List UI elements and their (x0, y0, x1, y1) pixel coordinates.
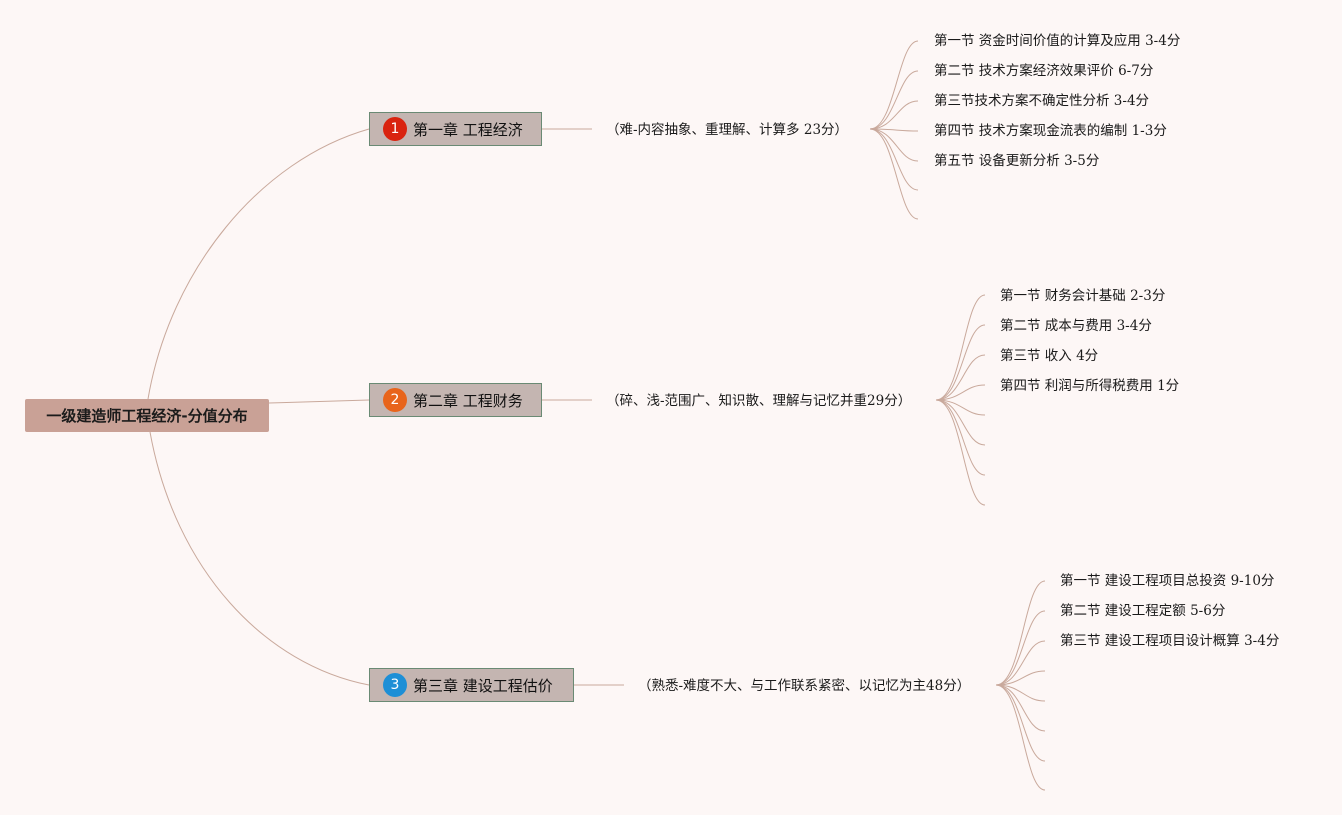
chapter-2-node[interactable]: 2 第二章 工程财务 (369, 383, 542, 417)
chapter-1-node[interactable]: 1 第一章 工程经济 (369, 112, 542, 146)
chapter-2-section-3[interactable]: 第三节 收入 4分 (1000, 348, 1099, 364)
link-ch1-sec-2 (869, 70, 919, 130)
link-ch1-empty-7 (869, 128, 919, 220)
chapter-3-section-1[interactable]: 第一节 建设工程项目总投资 9-10分 (1060, 573, 1275, 589)
chapter-1-title: 第一章 工程经济 (413, 120, 523, 139)
link-root-chapter-1 (147, 128, 370, 400)
chapter-2-note[interactable]: （碎、浅-范围广、知识散、理解与记忆并重29分） (606, 393, 912, 409)
chapter-3-section-2[interactable]: 第二节 建设工程定额 5-6分 (1060, 603, 1226, 619)
chapter-1-section-1[interactable]: 第一节 资金时间价值的计算及应用 3-4分 (934, 33, 1181, 49)
chapter-3-node[interactable]: 3 第三章 建设工程估价 (369, 668, 574, 702)
root-label: 一级建造师工程经济-分值分布 (46, 407, 248, 425)
link-ch1-sec-3 (869, 100, 919, 130)
chapter-3-number-badge: 3 (383, 673, 407, 697)
link-ch2-sec-4 (935, 384, 986, 401)
link-ch2-empty-7 (935, 399, 986, 476)
chapter-1-section-4[interactable]: 第四节 技术方案现金流表的编制 1-3分 (934, 123, 1167, 139)
link-ch3-empty-6 (995, 684, 1046, 732)
link-ch3-empty-8 (995, 684, 1046, 791)
link-ch3-empty-7 (995, 684, 1046, 762)
chapter-1-note[interactable]: （难-内容抽象、重理解、计算多 23分） (606, 122, 849, 138)
link-ch3-sec-2 (995, 610, 1046, 686)
chapter-2-number-badge: 2 (383, 388, 407, 412)
chapter-1-section-5[interactable]: 第五节 设备更新分析 3-5分 (934, 153, 1100, 169)
link-root-chapter-3 (149, 431, 370, 686)
link-ch3-sec-3 (995, 640, 1046, 686)
link-ch2-sec-2 (935, 324, 986, 401)
chapter-2-section-4[interactable]: 第四节 利润与所得税费用 1分 (1000, 378, 1180, 394)
chapter-1-number-badge: 1 (383, 117, 407, 141)
chapter-3-title: 第三章 建设工程估价 (413, 676, 553, 695)
link-ch1-sec-1 (869, 40, 919, 130)
chapter-1-section-3[interactable]: 第三节技术方案不确定性分析 3-4分 (934, 93, 1150, 109)
link-root-chapter-2 (268, 399, 370, 404)
root-node[interactable]: 一级建造师工程经济-分值分布 (25, 399, 269, 432)
link-ch1-sec-4 (869, 128, 919, 132)
chapter-2-section-1[interactable]: 第一节 财务会计基础 2-3分 (1000, 288, 1166, 304)
chapter-1-section-2[interactable]: 第二节 技术方案经济效果评价 6-7分 (934, 63, 1154, 79)
link-ch1-empty-6 (869, 128, 919, 191)
chapter-3-section-3[interactable]: 第三节 建设工程项目设计概算 3-4分 (1060, 633, 1280, 649)
link-ch2-empty-6 (935, 399, 986, 446)
link-ch2-empty-8 (935, 399, 986, 506)
chapter-3-note[interactable]: （熟悉-难度不大、与工作联系紧密、以记忆为主48分） (638, 678, 971, 694)
link-ch2-sec-1 (935, 294, 986, 401)
chapter-2-title: 第二章 工程财务 (413, 391, 523, 410)
chapter-2-section-2[interactable]: 第二节 成本与费用 3-4分 (1000, 318, 1152, 334)
link-ch3-sec-1 (995, 580, 1046, 686)
link-ch3-empty-4 (995, 670, 1046, 686)
link-ch2-sec-3 (935, 354, 986, 401)
